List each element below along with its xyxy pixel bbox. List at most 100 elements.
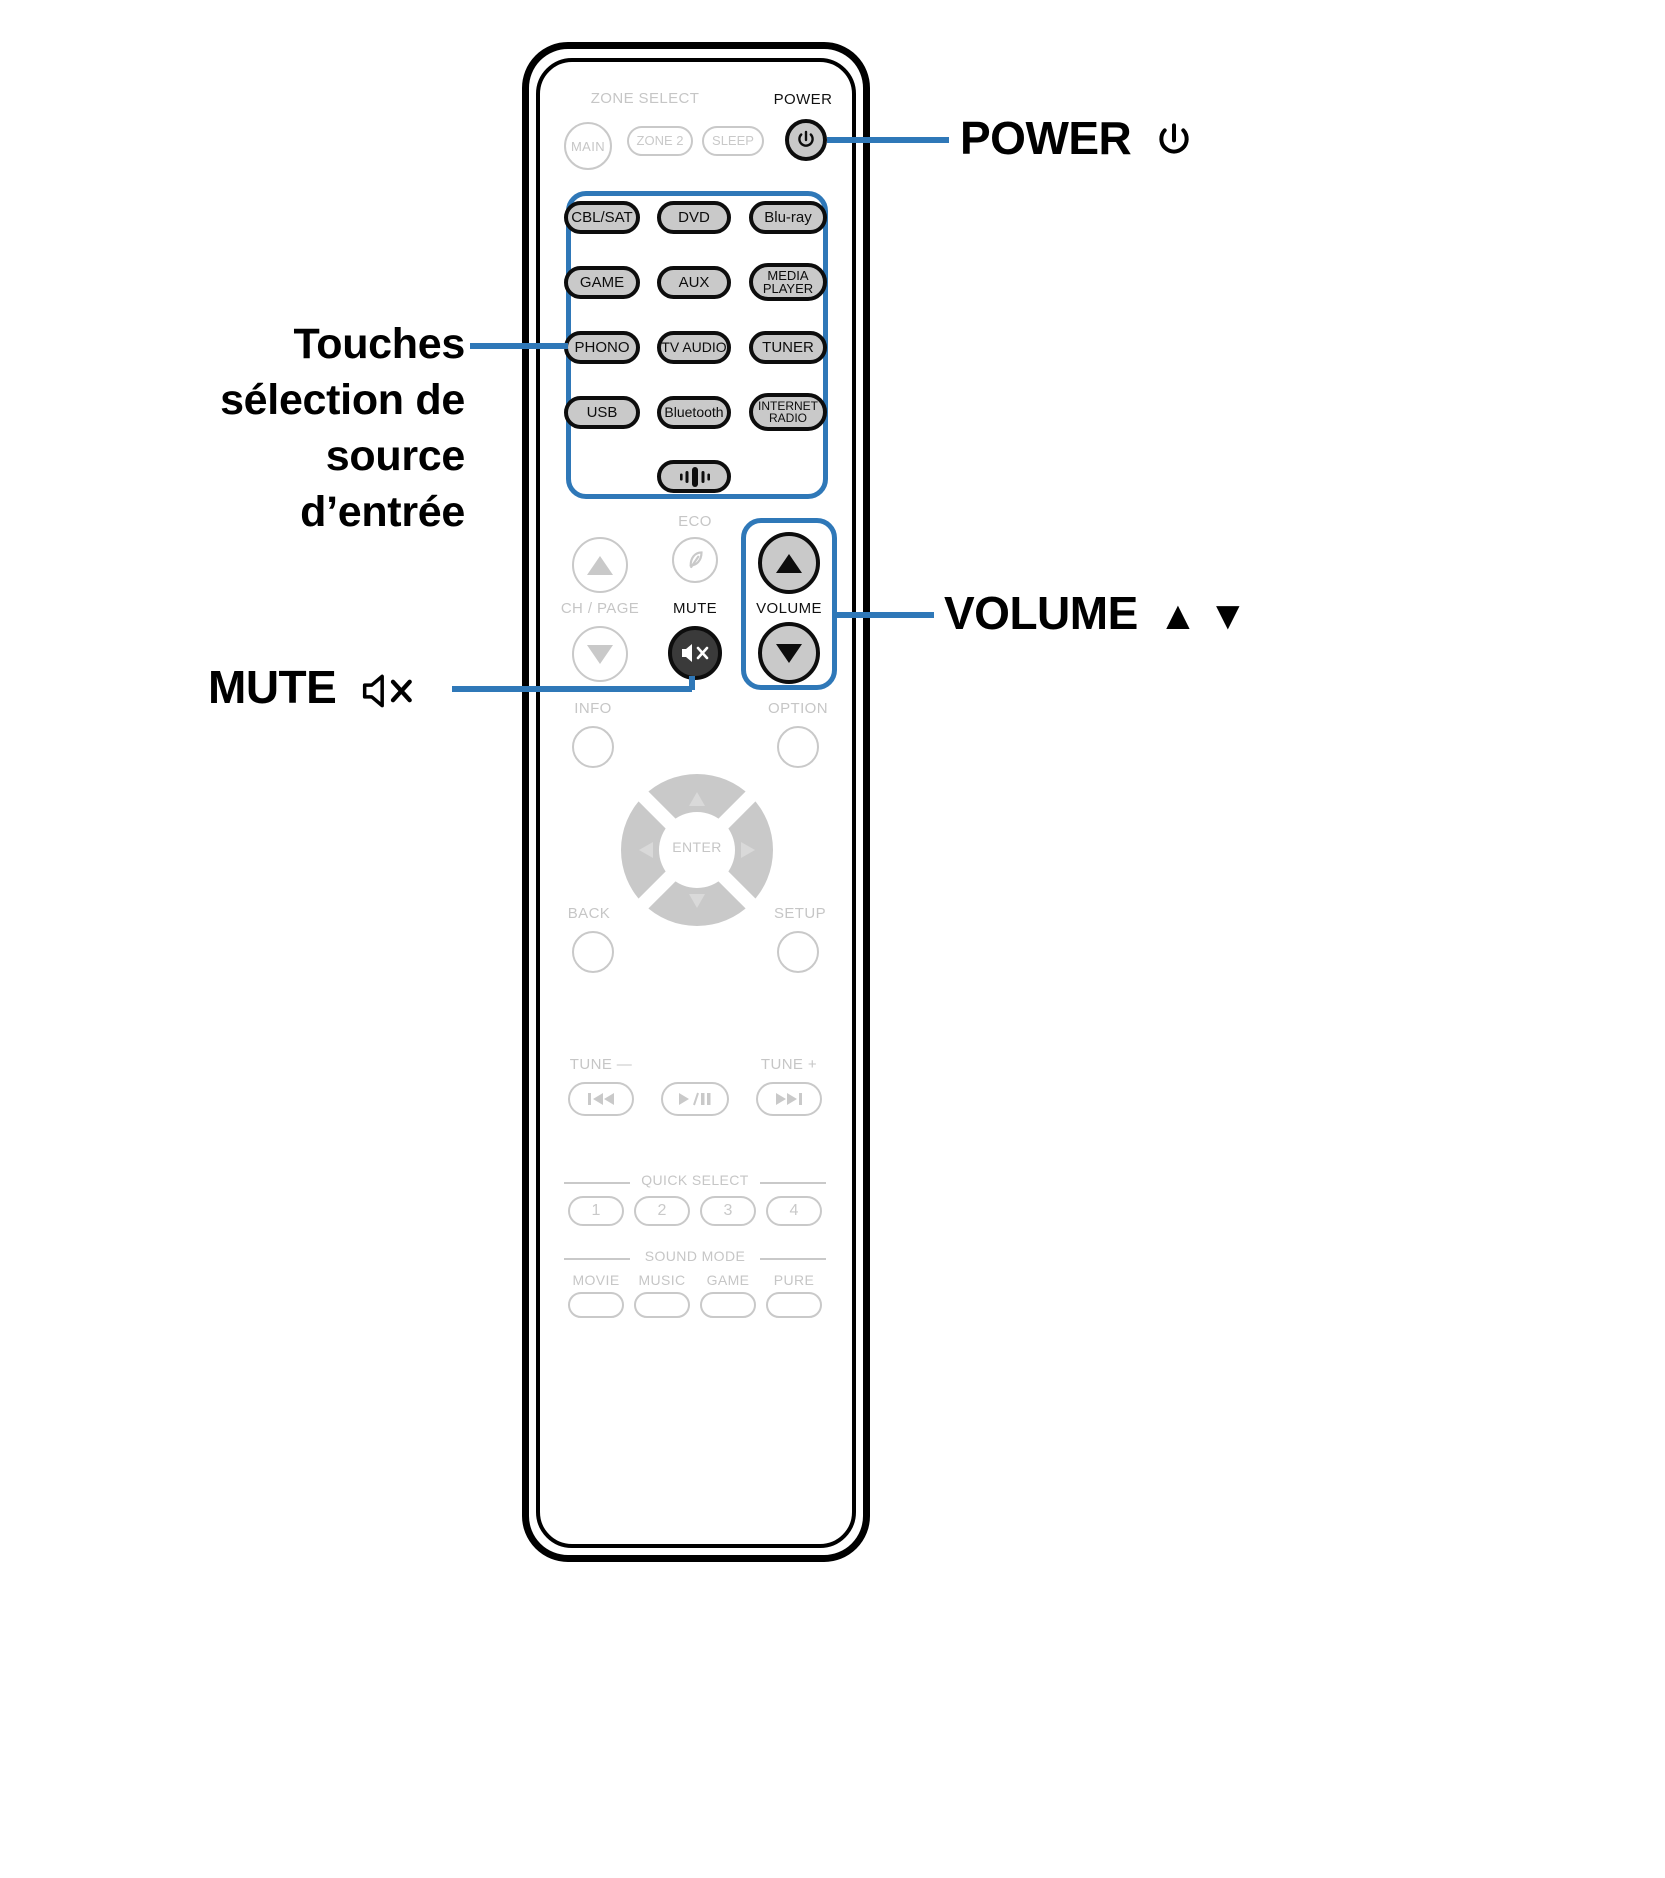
play-pause-icon: [679, 1092, 711, 1106]
source-select-leader-line: [470, 343, 568, 349]
volume-leader-line: [836, 612, 934, 618]
source-button-media-player-label-line1: MEDIA: [767, 267, 809, 283]
setup-button-label: SETUP: [773, 905, 826, 922]
source-button-cbl-sat[interactable]: CBL/SAT: [564, 201, 640, 234]
quick-select-rule-left: [564, 1182, 630, 1184]
eco-button[interactable]: [672, 537, 718, 583]
skip-previous-icon: [588, 1093, 614, 1105]
skip-next-button[interactable]: [756, 1082, 822, 1116]
zone-button-main[interactable]: MAIN: [564, 122, 612, 170]
tune-plus-label: TUNE +: [760, 1056, 818, 1073]
eco-label: ECO: [678, 513, 712, 530]
dpad-enter-label: ENTER: [672, 839, 722, 855]
sound-mode-button-movie-label: MOVIE: [572, 1272, 620, 1288]
source-button-bluray[interactable]: Blu-ray: [749, 201, 827, 234]
heos-sound-icon: [680, 466, 710, 487]
play-pause-button[interactable]: [661, 1082, 729, 1116]
source-button-tv-audio[interactable]: TV AUDIO: [657, 331, 731, 364]
source-button-bluetooth-label: Bluetooth: [664, 404, 724, 421]
ch-page-label: CH / PAGE: [560, 600, 640, 617]
source-button-media-player[interactable]: MEDIA PLAYER: [749, 263, 827, 301]
volume-down-button[interactable]: [758, 622, 820, 684]
source-button-internet-radio-label-line1: INTERNET: [758, 398, 818, 413]
dpad[interactable]: ENTER: [602, 772, 792, 927]
sound-mode-header: SOUND MODE: [564, 1248, 826, 1268]
source-button-usb[interactable]: USB: [564, 396, 640, 429]
source-select-callout-line-2: sélection de: [220, 375, 465, 424]
power-callout-label: POWER: [960, 112, 1132, 164]
source-button-bluray-label: Blu-ray: [764, 208, 812, 226]
sound-mode-button-game-label: GAME: [706, 1272, 750, 1288]
mute-callout-icon: [362, 674, 412, 708]
mute-button[interactable]: [668, 626, 722, 680]
sound-mode-button-music[interactable]: [634, 1292, 690, 1318]
quick-select-button-3[interactable]: 3: [700, 1196, 756, 1226]
source-button-phono[interactable]: PHONO: [564, 331, 640, 364]
sound-mode-button-music-label: MUSIC: [638, 1272, 686, 1288]
power-leader-line: [827, 137, 949, 143]
option-button-label: OPTION: [768, 700, 828, 717]
power-button[interactable]: [785, 119, 827, 161]
back-button[interactable]: [572, 931, 614, 973]
option-button[interactable]: [777, 726, 819, 768]
skip-previous-button[interactable]: [568, 1082, 634, 1116]
zone-button-zone2[interactable]: ZONE 2: [627, 126, 693, 156]
quick-select-button-1-label: 1: [591, 1201, 601, 1219]
tune-minus-label: TUNE —: [569, 1056, 633, 1073]
sound-mode-button-game[interactable]: [700, 1292, 756, 1318]
sound-mode-button-pure-label: PURE: [773, 1272, 815, 1288]
volume-button-caption: VOLUME: [756, 600, 822, 617]
source-button-internet-radio[interactable]: INTERNET RADIO: [749, 393, 827, 431]
quick-select-button-4[interactable]: 4: [766, 1196, 822, 1226]
zone-select-title: ZONE SELECT: [590, 90, 700, 107]
volume-up-button[interactable]: [758, 532, 820, 594]
sound-mode-button-movie[interactable]: [568, 1292, 624, 1318]
source-button-media-player-label-line2: PLAYER: [762, 281, 814, 296]
skip-next-icon: [776, 1093, 802, 1105]
zone-button-sleep[interactable]: SLEEP: [702, 126, 764, 156]
volume-callout: VOLUME ▲ ▼: [944, 586, 1248, 640]
source-button-cbl-sat-label: CBL/SAT: [571, 208, 633, 226]
source-button-bluetooth[interactable]: Bluetooth: [657, 396, 731, 429]
mute-leader-line: [452, 686, 692, 692]
sound-mode-button-pure[interactable]: [766, 1292, 822, 1318]
ch-page-down-icon: [587, 644, 613, 664]
mute-callout: MUTE: [208, 660, 417, 714]
source-button-dvd[interactable]: DVD: [657, 201, 731, 234]
zone-button-main-label: MAIN: [570, 138, 606, 154]
quick-select-button-1[interactable]: 1: [568, 1196, 624, 1226]
source-select-callout-line-3: source: [325, 431, 466, 480]
source-button-game-label: GAME: [579, 273, 625, 291]
quick-select-button-2[interactable]: 2: [634, 1196, 690, 1226]
source-button-aux-label: AUX: [678, 273, 710, 291]
volume-callout-down-icon: ▼: [1207, 594, 1248, 638]
quick-select-rule-right: [760, 1182, 826, 1184]
source-select-callout-line-1: Touches: [293, 320, 465, 368]
volume-callout-label: VOLUME: [944, 587, 1138, 639]
setup-button[interactable]: [777, 931, 819, 973]
source-button-aux[interactable]: AUX: [657, 266, 731, 299]
zone-button-sleep-label: SLEEP: [712, 133, 754, 149]
mute-speaker-icon: [682, 644, 709, 662]
sound-mode-rule-left: [564, 1258, 630, 1260]
source-select-callout: Touches sélection de source d’entrée: [90, 317, 465, 541]
power-icon: [798, 130, 814, 147]
power-button-caption: POWER: [773, 91, 833, 108]
source-button-game[interactable]: GAME: [564, 266, 640, 299]
info-button[interactable]: [572, 726, 614, 768]
quick-select-title: QUICK SELECT: [641, 1172, 749, 1188]
source-button-usb-label: USB: [586, 403, 618, 421]
power-callout: POWER: [960, 111, 1194, 165]
quick-select-header: QUICK SELECT: [564, 1172, 826, 1192]
quick-select-button-4-label: 4: [789, 1201, 799, 1219]
quick-select-button-2-label: 2: [657, 1201, 667, 1219]
ch-page-up-button[interactable]: [572, 537, 628, 593]
volume-up-icon: [776, 553, 802, 573]
ch-page-down-button[interactable]: [572, 626, 628, 682]
source-button-tuner[interactable]: TUNER: [749, 331, 827, 364]
heos-sound-button[interactable]: [657, 460, 731, 493]
zone-button-zone2-label: ZONE 2: [636, 133, 684, 149]
ch-page-up-icon: [587, 555, 613, 575]
source-button-dvd-label: DVD: [678, 208, 710, 226]
